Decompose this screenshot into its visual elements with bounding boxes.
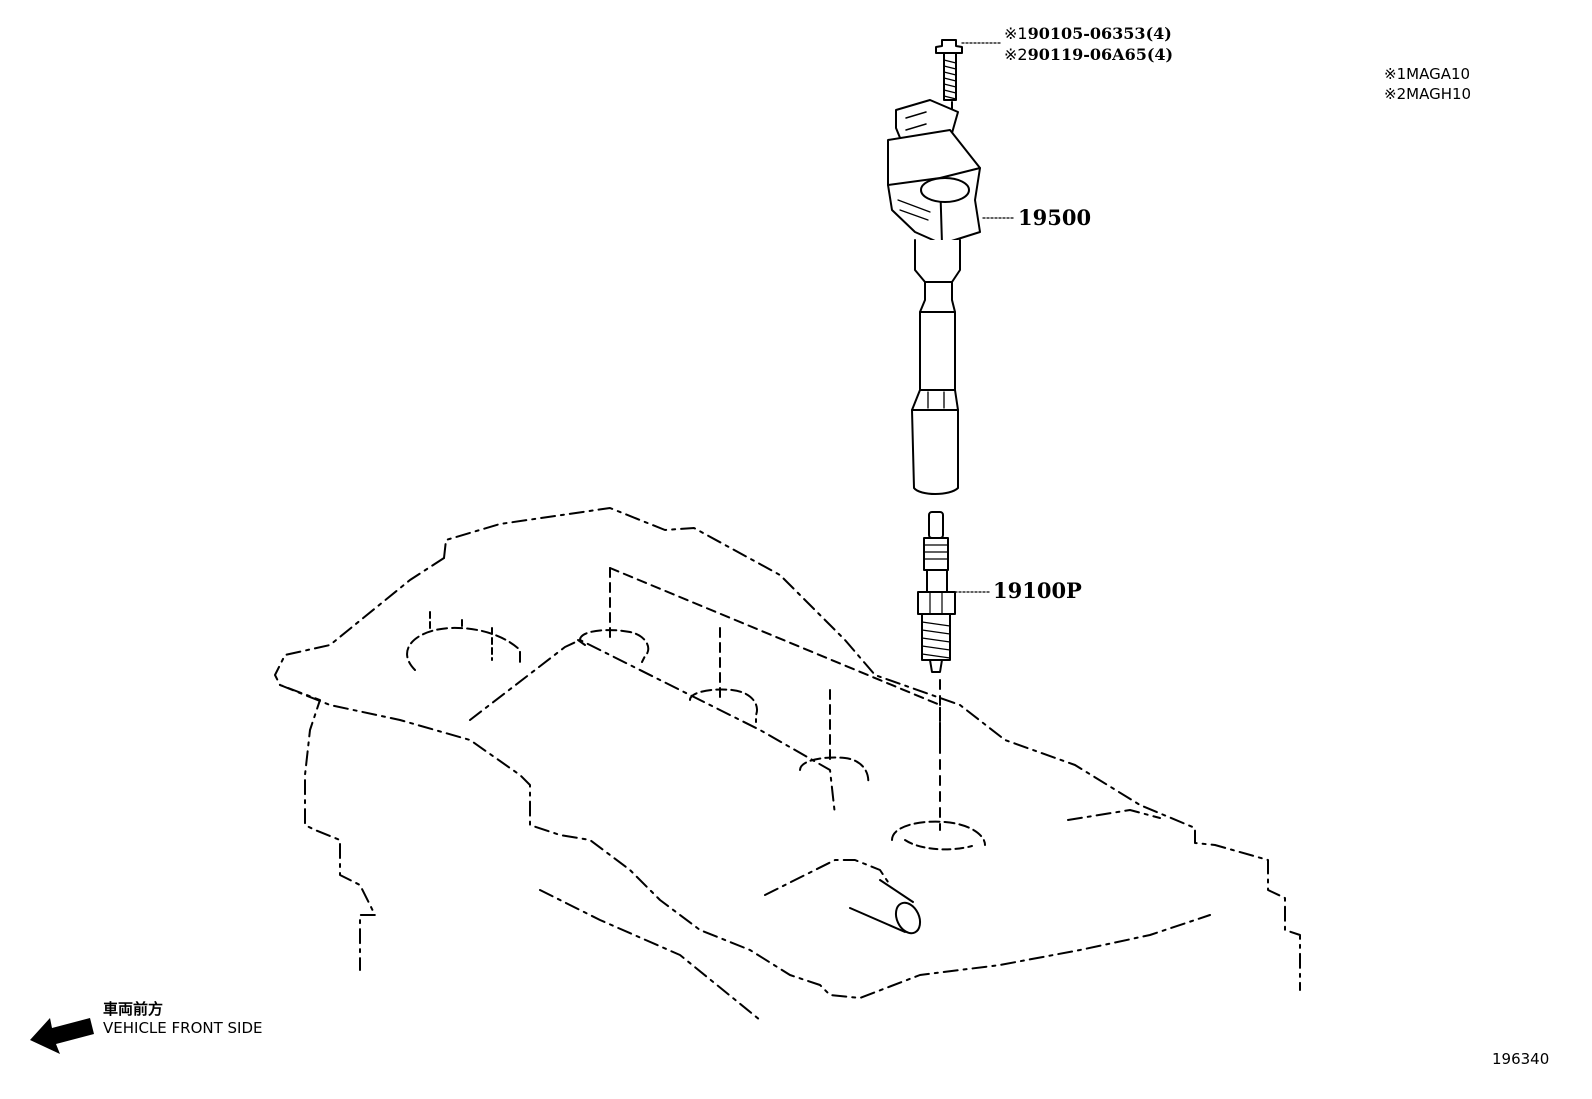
spark-plug-icon (917, 511, 956, 673)
bolt-model-mark-1: ※1 (1004, 24, 1028, 43)
oil-filler-tube (764, 859, 922, 935)
bolt-part-1: 90105-06353(4) (1027, 24, 1172, 43)
ignition-coil-icon (887, 99, 981, 495)
bolt-part-number-1: ※190105-06353(4) (1004, 24, 1172, 43)
bolt-part-2: 90119-06A65(4) (1027, 45, 1174, 64)
bolt-icon (935, 39, 963, 101)
illustration-number: 196340 (1492, 1050, 1550, 1068)
model-legend: ※1MAGA10 ※2MAGH10 (1384, 64, 1471, 104)
vehicle-front-label-jp: 車両前方 (103, 1000, 164, 1018)
leader-lines (954, 42, 1016, 593)
spark-plug-part-number: 19100P (993, 578, 1082, 603)
plug-holes (406, 611, 986, 851)
bolt-part-number-2: ※290119-06A65(4) (1004, 45, 1173, 64)
front-direction-arrow-icon (30, 1018, 94, 1054)
vehicle-front-label: 車両前方 VEHICLE FRONT SIDE (103, 1000, 263, 1038)
vehicle-front-label-en: VEHICLE FRONT SIDE (103, 1019, 263, 1037)
coil-mount-rail (469, 639, 836, 816)
model-legend-row-2: ※2MAGH10 (1384, 85, 1472, 103)
model-legend-row-1: ※1MAGA10 (1384, 65, 1471, 83)
ignition-coil-part-number: 19500 (1018, 205, 1092, 230)
bolt-model-mark-2: ※2 (1004, 45, 1028, 64)
cylinder-head-cover-outline (274, 507, 1301, 1021)
cylinder-reference-lines (609, 567, 941, 763)
